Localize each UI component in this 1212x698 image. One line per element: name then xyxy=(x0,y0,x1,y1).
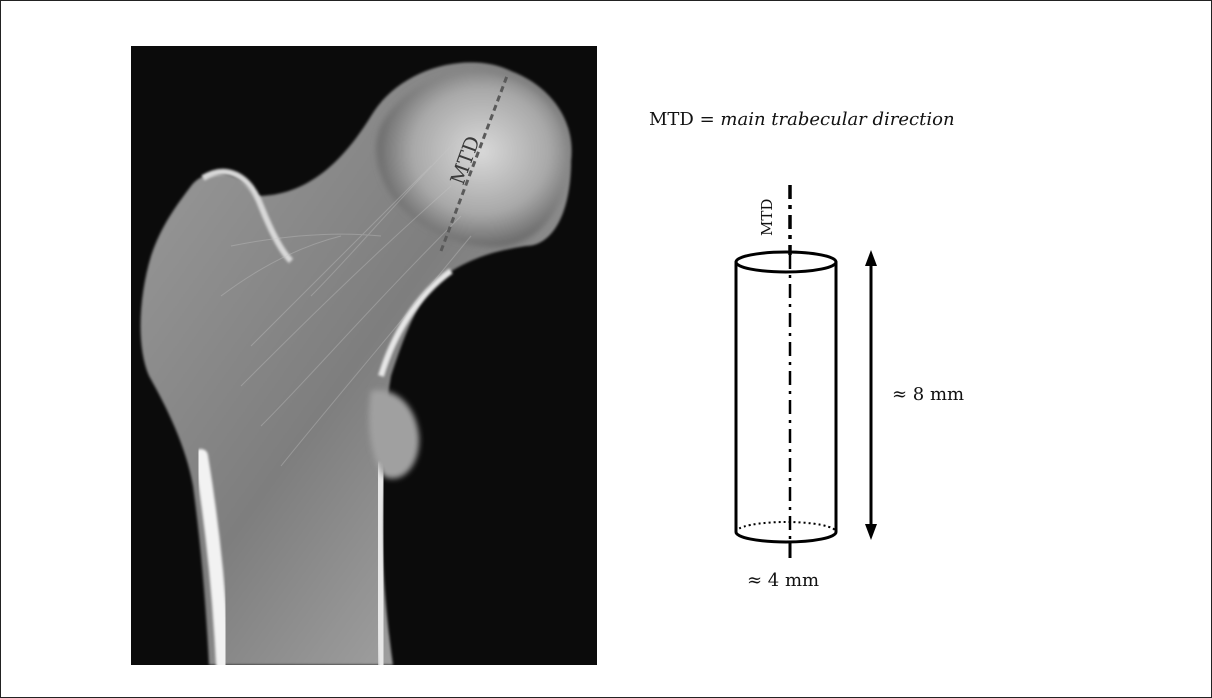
definition-abbr: MTD = xyxy=(649,109,720,130)
length-label: ≈ 8 mm xyxy=(892,384,964,405)
mtd-definition: MTD = main trabecular direction xyxy=(649,109,955,130)
diagram-mtd-label: MTD xyxy=(758,199,776,236)
cylinder-sample-diagram xyxy=(700,170,1040,600)
definition-text: main trabecular direction xyxy=(720,109,954,130)
length-arrow-head-top xyxy=(865,250,877,266)
femur-xray-image: MTD xyxy=(131,46,597,665)
femur-radiograph: MTD xyxy=(131,46,597,665)
cylinder-bottom-back xyxy=(736,522,836,532)
cylinder-bottom-front xyxy=(736,532,836,542)
length-arrow-head-bottom xyxy=(865,524,877,540)
cylinder-top-ellipse xyxy=(736,252,836,272)
diameter-label: ≈ 4 mm xyxy=(747,570,819,591)
